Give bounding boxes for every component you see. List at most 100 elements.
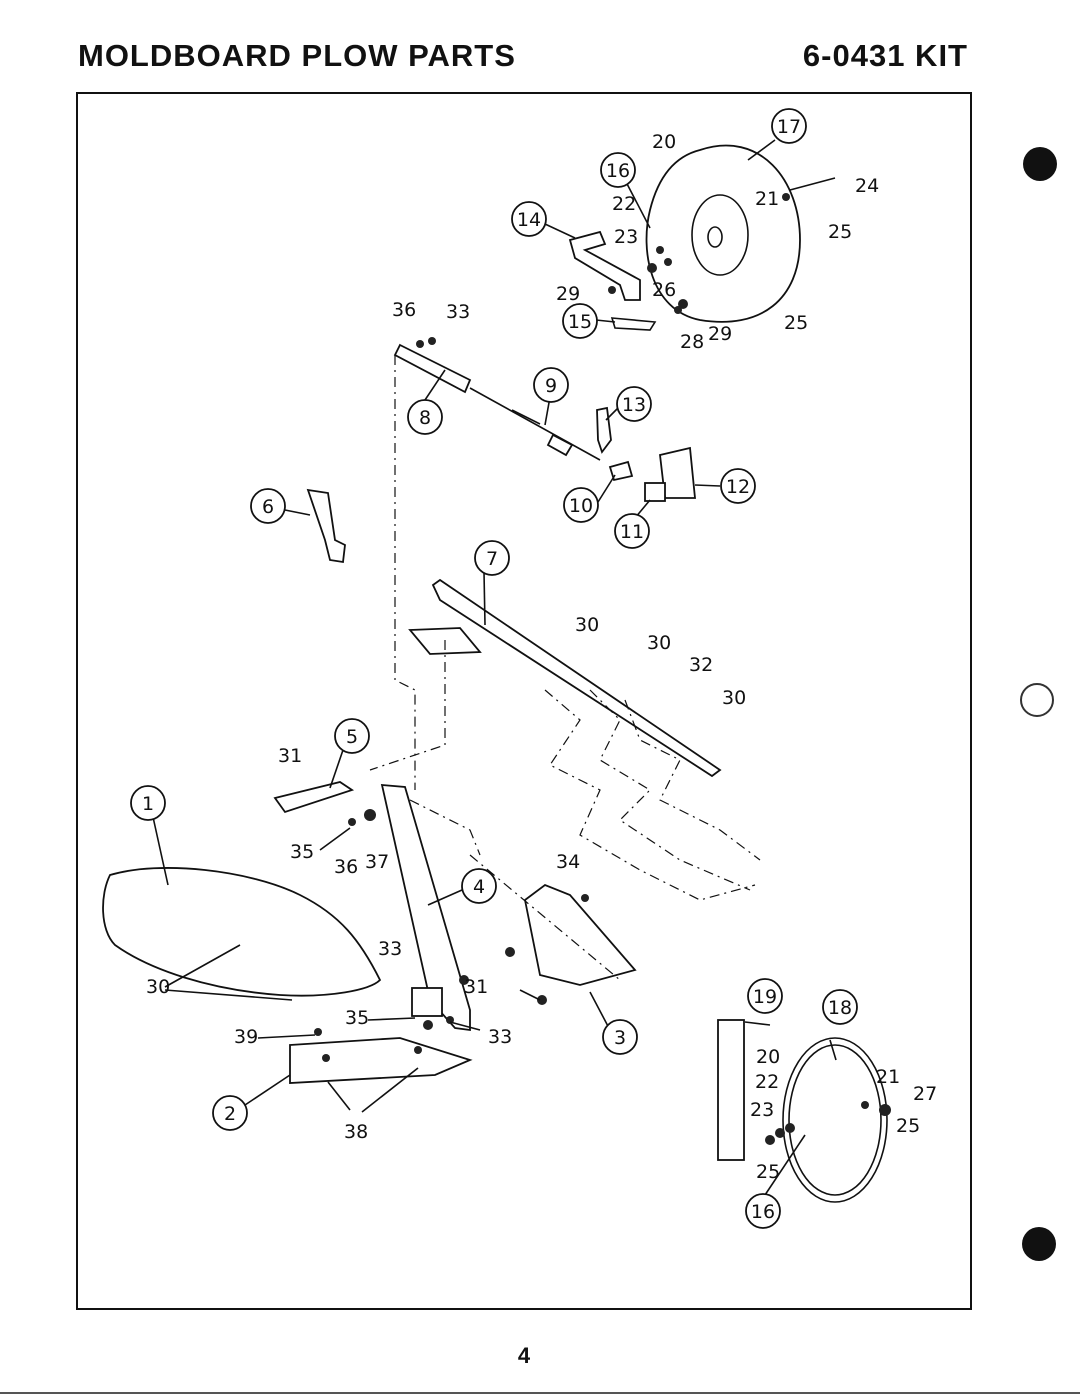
label-20: 20 — [652, 131, 676, 153]
clamp-plate-drawing — [273, 781, 355, 814]
callout-bubbles: 1 2 3 4 5 6 7 8 9 10 11 12 13 14 15 16 1… — [130, 108, 858, 1229]
svg-text:3: 3 — [614, 1027, 626, 1049]
callout-16-top: 16 — [600, 152, 636, 188]
punch-hole-bottom — [1022, 1227, 1056, 1261]
callout-12: 12 — [720, 468, 756, 504]
kit-number: 6-0431 KIT — [802, 38, 968, 73]
rod-tube-drawing — [393, 343, 472, 394]
wheel-clamp-drawing — [610, 317, 657, 331]
callout-17: 17 — [771, 108, 807, 144]
leader-lines — [152, 139, 837, 1196]
label-30: 30 — [146, 976, 170, 998]
callout-16-bottom: 16 — [745, 1193, 781, 1229]
svg-text:2: 2 — [224, 1103, 236, 1125]
callout-14: 14 — [511, 201, 547, 237]
svg-text:5: 5 — [346, 726, 358, 748]
callout-2: 2 — [212, 1095, 248, 1131]
callout-7: 7 — [474, 540, 510, 576]
label-23: 23 — [750, 1099, 774, 1121]
callout-6: 6 — [250, 488, 286, 524]
beam-assembly — [408, 578, 761, 901]
callout-3: 3 — [602, 1019, 638, 1055]
label-30: 30 — [722, 687, 746, 709]
svg-text:17: 17 — [777, 116, 801, 138]
label-30: 30 — [575, 614, 599, 636]
label-35: 35 — [290, 841, 314, 863]
label-29: 29 — [556, 283, 580, 305]
label-36: 36 — [392, 299, 416, 321]
label-21: 21 — [876, 1066, 900, 1088]
landside-brace-drawing — [306, 488, 346, 564]
part-labels: 20 21 22 23 24 25 26 29 25 28 29 36 33 3… — [146, 131, 937, 1183]
label-23: 23 — [614, 226, 638, 248]
label-22: 22 — [612, 193, 636, 215]
callout-11: 11 — [614, 513, 650, 549]
wheel-hub-drawing — [691, 194, 749, 276]
svg-text:13: 13 — [622, 394, 646, 416]
svg-text:15: 15 — [568, 311, 592, 333]
svg-text:10: 10 — [569, 495, 593, 517]
callout-9: 9 — [533, 367, 569, 403]
svg-text:11: 11 — [620, 521, 644, 543]
spacer-drawing — [644, 482, 666, 502]
label-25: 25 — [756, 1161, 780, 1183]
callout-8: 8 — [407, 399, 443, 435]
svg-text:9: 9 — [545, 375, 557, 397]
label-33: 33 — [378, 938, 402, 960]
wheel-arm-drawing — [717, 1019, 745, 1161]
label-39: 39 — [234, 1026, 258, 1048]
label-25: 25 — [784, 312, 808, 334]
label-25: 25 — [896, 1115, 920, 1137]
callout-10: 10 — [563, 487, 599, 523]
label-29: 29 — [708, 323, 732, 345]
bottom-rule — [0, 1392, 1080, 1394]
label-21: 21 — [755, 188, 779, 210]
label-38: 38 — [344, 1121, 368, 1143]
callout-5: 5 — [334, 718, 370, 754]
share-drawing — [289, 1037, 473, 1084]
svg-text:16: 16 — [751, 1201, 775, 1223]
label-35: 35 — [345, 1007, 369, 1029]
label-31: 31 — [464, 976, 488, 998]
label-30: 30 — [647, 632, 671, 654]
steel-wheel-drawing — [782, 1037, 888, 1203]
page-title: MOLDBOARD PLOW PARTS — [78, 38, 516, 73]
svg-text:16: 16 — [606, 160, 630, 182]
wheel-tire-drawing — [645, 144, 801, 323]
label-20: 20 — [756, 1046, 780, 1068]
svg-text:8: 8 — [419, 407, 431, 429]
page-number: 4 — [517, 1343, 531, 1368]
label-36: 36 — [334, 856, 358, 878]
label-34: 34 — [556, 851, 580, 873]
clevis-drawing — [596, 406, 612, 454]
label-31: 31 — [278, 745, 302, 767]
svg-text:1: 1 — [142, 793, 154, 815]
callout-1: 1 — [130, 785, 166, 821]
label-25: 25 — [828, 221, 852, 243]
svg-text:4: 4 — [473, 876, 485, 898]
label-28: 28 — [680, 331, 704, 353]
callout-19: 19 — [747, 978, 783, 1014]
label-37: 37 — [365, 851, 389, 873]
wheel-hole-drawing — [707, 226, 723, 248]
label-22: 22 — [755, 1071, 779, 1093]
callout-4: 4 — [461, 868, 497, 904]
label-33: 33 — [446, 301, 470, 323]
label-33: 33 — [488, 1026, 512, 1048]
label-26: 26 — [652, 279, 676, 301]
punch-hole-top — [1023, 147, 1057, 181]
callout-15: 15 — [562, 303, 598, 339]
callout-18: 18 — [822, 989, 858, 1025]
svg-text:18: 18 — [828, 997, 852, 1019]
label-24: 24 — [855, 175, 879, 197]
punch-hole-middle — [1020, 683, 1054, 717]
callout-13: 13 — [616, 386, 652, 422]
gauge-wheel-assembly — [568, 144, 836, 331]
moldboard-drawing — [102, 867, 382, 997]
svg-text:14: 14 — [517, 209, 541, 231]
label-32: 32 — [689, 654, 713, 676]
diagram-frame — [76, 92, 972, 1310]
label-27: 27 — [913, 1083, 937, 1105]
wheel-bracket-drawing — [568, 230, 641, 301]
